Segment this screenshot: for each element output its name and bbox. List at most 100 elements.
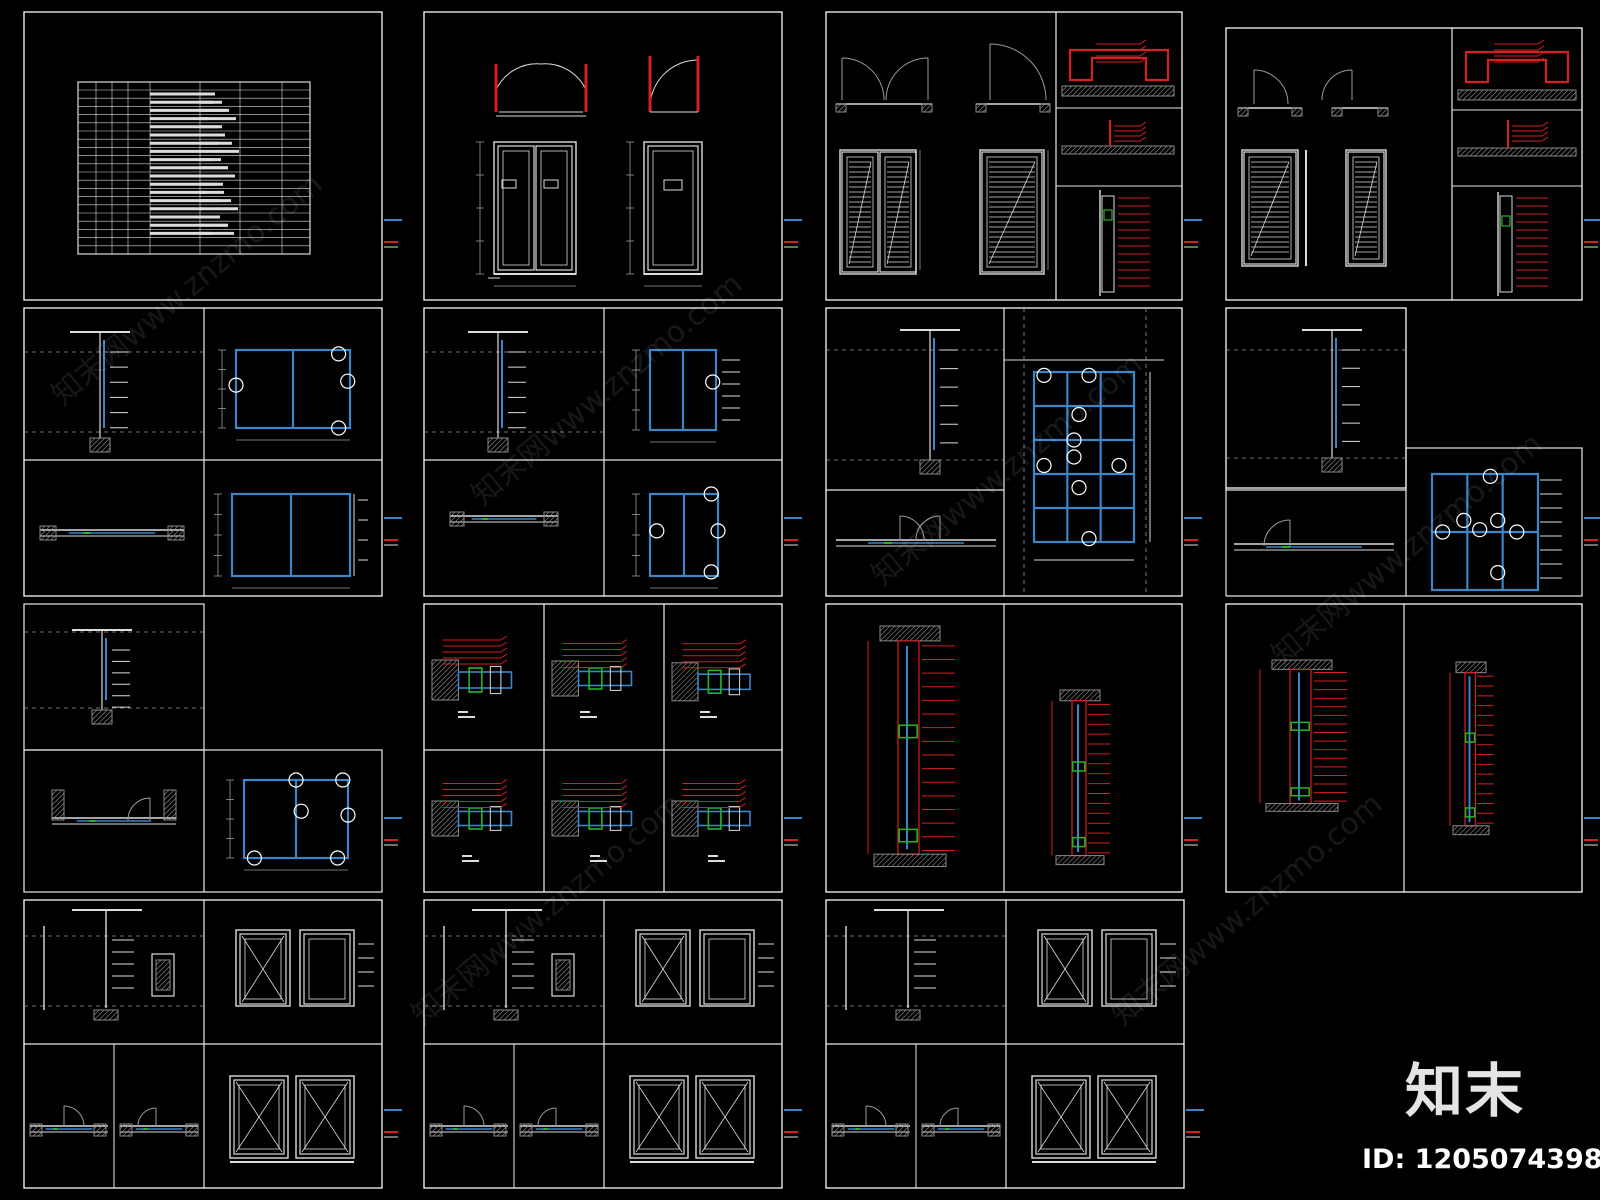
hatch-line bbox=[1136, 85, 1148, 97]
hatch-line bbox=[1574, 154, 1577, 157]
door-panel bbox=[1040, 1084, 1082, 1150]
hatch-line bbox=[1529, 147, 1539, 157]
hatch-line bbox=[676, 814, 699, 837]
hatch-line bbox=[1071, 855, 1082, 865]
door-swing-arc bbox=[885, 57, 929, 101]
leader-line bbox=[1537, 45, 1545, 51]
hatch-line bbox=[1073, 689, 1086, 702]
hatch-line bbox=[1297, 659, 1308, 670]
hatch-line bbox=[1473, 825, 1484, 835]
door-panel bbox=[846, 156, 874, 268]
callout-circle bbox=[1434, 524, 1451, 540]
sheet-frame-details bbox=[423, 603, 802, 893]
hatch-line bbox=[683, 686, 699, 702]
hatch-line bbox=[501, 1131, 507, 1137]
hatch-line bbox=[671, 671, 699, 699]
detail-bracket bbox=[728, 806, 741, 831]
hatch-line bbox=[101, 1131, 107, 1137]
jamb-frame bbox=[1499, 195, 1513, 293]
hatch-line bbox=[1338, 112, 1343, 117]
hatch-line bbox=[451, 829, 459, 837]
door-leaf bbox=[1041, 933, 1089, 1005]
detail-bracket bbox=[728, 668, 741, 696]
hatch-line bbox=[1292, 659, 1303, 670]
hatch-line bbox=[1549, 147, 1559, 157]
hatch-line bbox=[436, 814, 459, 837]
hatch-line bbox=[919, 625, 936, 642]
hatch-line bbox=[1457, 147, 1464, 154]
louver-door-frame bbox=[1345, 149, 1387, 267]
hatch-line bbox=[1472, 89, 1484, 101]
hatch-line bbox=[1297, 803, 1307, 812]
hatch-line bbox=[1121, 85, 1133, 97]
hatch-line bbox=[904, 625, 921, 642]
hatch-line bbox=[519, 1123, 531, 1135]
hatch-line bbox=[493, 437, 509, 453]
door-panel bbox=[652, 150, 694, 266]
hatch-line bbox=[923, 103, 933, 113]
leader-line bbox=[620, 785, 628, 790]
hatch-line bbox=[671, 800, 688, 817]
jamb-seal bbox=[1103, 209, 1113, 221]
leader-line bbox=[620, 797, 628, 802]
hatch-line bbox=[1459, 147, 1469, 157]
hatch-line bbox=[431, 659, 443, 671]
jamb-frame bbox=[1101, 195, 1115, 293]
hatch-line bbox=[1477, 89, 1489, 101]
hatch-line bbox=[585, 1123, 597, 1135]
detail-frame bbox=[1289, 668, 1312, 805]
detail-profile bbox=[457, 671, 513, 689]
hatch-line bbox=[926, 853, 940, 867]
hatch-line bbox=[1063, 145, 1073, 155]
hatch-line bbox=[1552, 89, 1564, 101]
leader-line bbox=[500, 785, 508, 790]
hatch-line bbox=[831, 1123, 838, 1130]
hatch-line bbox=[1507, 89, 1519, 101]
door-panel bbox=[1352, 156, 1380, 260]
hatch-line bbox=[555, 959, 567, 971]
hatch-line bbox=[1244, 112, 1249, 117]
hatch-line bbox=[941, 861, 947, 867]
hatch-line bbox=[92, 709, 108, 725]
sheet-glazed-sections bbox=[23, 307, 402, 597]
callout-circle bbox=[1509, 524, 1525, 540]
hatch-line bbox=[1467, 89, 1479, 101]
hatch-line bbox=[671, 666, 699, 694]
hatch-line bbox=[1056, 855, 1067, 865]
leader-line bbox=[739, 797, 746, 802]
hatch-line bbox=[456, 698, 459, 701]
leader-line bbox=[739, 663, 746, 669]
hatch-line bbox=[1302, 659, 1313, 670]
hatch-line bbox=[429, 1123, 441, 1135]
hatch-line bbox=[556, 814, 579, 837]
hatch-line bbox=[561, 679, 579, 697]
hatch-line bbox=[1267, 803, 1277, 812]
door-panel bbox=[244, 938, 282, 1000]
image-id-label: ID: 1205074398 bbox=[1362, 1144, 1600, 1175]
callout-circle bbox=[1490, 512, 1506, 529]
callout-circle bbox=[246, 850, 262, 866]
hatch-line bbox=[1118, 145, 1128, 155]
sheet-frame bbox=[423, 11, 783, 301]
hatch-line bbox=[163, 802, 177, 816]
hatch-line bbox=[1542, 89, 1554, 101]
hatch-line bbox=[1464, 147, 1474, 157]
hatch-line bbox=[1567, 91, 1577, 101]
hatch-line bbox=[431, 800, 453, 822]
hatch-line bbox=[1041, 103, 1051, 113]
swing-diagonal bbox=[1103, 1081, 1151, 1153]
hatch-line bbox=[1101, 85, 1113, 97]
hatch-line bbox=[168, 812, 177, 821]
hatch-line bbox=[449, 511, 456, 518]
hatch-line bbox=[576, 694, 579, 697]
callout-circle bbox=[705, 374, 721, 390]
callout-circle bbox=[288, 772, 304, 788]
hatch-line bbox=[1485, 671, 1487, 673]
hatch-line bbox=[173, 817, 177, 821]
hatch-line bbox=[1322, 803, 1332, 812]
hatch-line bbox=[551, 660, 573, 682]
hatch-line bbox=[1544, 147, 1554, 157]
hatch-line bbox=[455, 517, 465, 527]
hatch-line bbox=[1322, 659, 1333, 670]
hatch-line bbox=[100, 442, 111, 453]
